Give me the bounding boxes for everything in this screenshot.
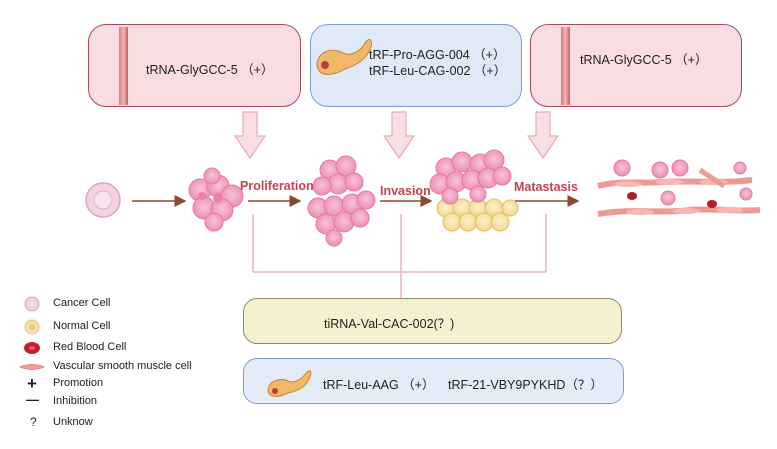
top-left-box: tRNA-GlyGCC-5 （+） bbox=[88, 24, 301, 107]
minus-icon: — bbox=[26, 392, 39, 407]
down-arrow-center bbox=[382, 111, 416, 160]
blood-vessel-metastasis bbox=[597, 159, 761, 217]
top-center-line1: tRF-Pro-AGG-004 （+） bbox=[369, 48, 506, 62]
pancreas-icon bbox=[267, 370, 312, 397]
down-arrow-right bbox=[526, 111, 560, 160]
stage-label-invasion: Invasion bbox=[380, 184, 431, 198]
question-icon: ? bbox=[30, 415, 37, 429]
legend-inhibition-label: Inhibition bbox=[53, 395, 98, 407]
blood-vessel-icon bbox=[119, 27, 128, 105]
legend-promotion-label: Promotion bbox=[53, 377, 104, 389]
top-left-label: tRNA-GlyGCC-5 （+） bbox=[146, 63, 274, 77]
bottom-blue-box: tRF-Leu-AAG （+） tRF-21-VBY9PYKHD（？） bbox=[243, 358, 624, 404]
down-arrow-left bbox=[233, 111, 267, 160]
bottom-yellow-label: tiRNA-Val-CAC-002(？) bbox=[324, 317, 455, 331]
pancreas-icon bbox=[316, 39, 372, 75]
bottom-yellow-box: tiRNA-Val-CAC-002(？) bbox=[243, 298, 622, 344]
invasion-cell-cluster bbox=[307, 155, 376, 247]
top-center-line2: tRF-Leu-CAG-002 （+） bbox=[369, 64, 507, 78]
top-right-box: tRNA-GlyGCC-5 （+） bbox=[530, 24, 742, 107]
normal-cell-layer bbox=[436, 198, 519, 232]
legend-cancer-cell-icon bbox=[24, 296, 40, 312]
stage-label-metastasis: Matastasis bbox=[514, 180, 578, 194]
proliferation-cell-cluster bbox=[188, 167, 244, 232]
bottom-blue-label-1: tRF-Leu-AAG （+） bbox=[323, 378, 435, 392]
legend-smooth-muscle-label: Vascular smooth muscle cell bbox=[53, 360, 192, 372]
connector-lines bbox=[252, 214, 547, 298]
plus-icon: + bbox=[27, 374, 37, 393]
legend-red-blood-cell-label: Red Blood Cell bbox=[53, 341, 127, 353]
top-right-label: tRNA-GlyGCC-5 （+） bbox=[580, 53, 708, 67]
single-cancer-cell bbox=[85, 182, 121, 218]
legend-normal-cell-icon bbox=[24, 319, 40, 335]
blood-vessel-icon bbox=[561, 27, 570, 105]
top-center-box: tRF-Pro-AGG-004 （+） tRF-Leu-CAG-002 （+） bbox=[310, 24, 522, 107]
legend-unknown-label: Unknow bbox=[53, 416, 93, 428]
legend-smooth-muscle-icon bbox=[18, 364, 46, 370]
bottom-blue-label-2: tRF-21-VBY9PYKHD（？） bbox=[448, 378, 603, 392]
legend-red-blood-cell-icon bbox=[24, 342, 40, 354]
legend-normal-cell-label: Normal Cell bbox=[53, 320, 111, 332]
legend-cancer-cell-label: Cancer Cell bbox=[53, 297, 111, 309]
stage-label-proliferation: Proliferation bbox=[240, 179, 314, 193]
metastasis-cancer-cluster bbox=[429, 149, 512, 205]
